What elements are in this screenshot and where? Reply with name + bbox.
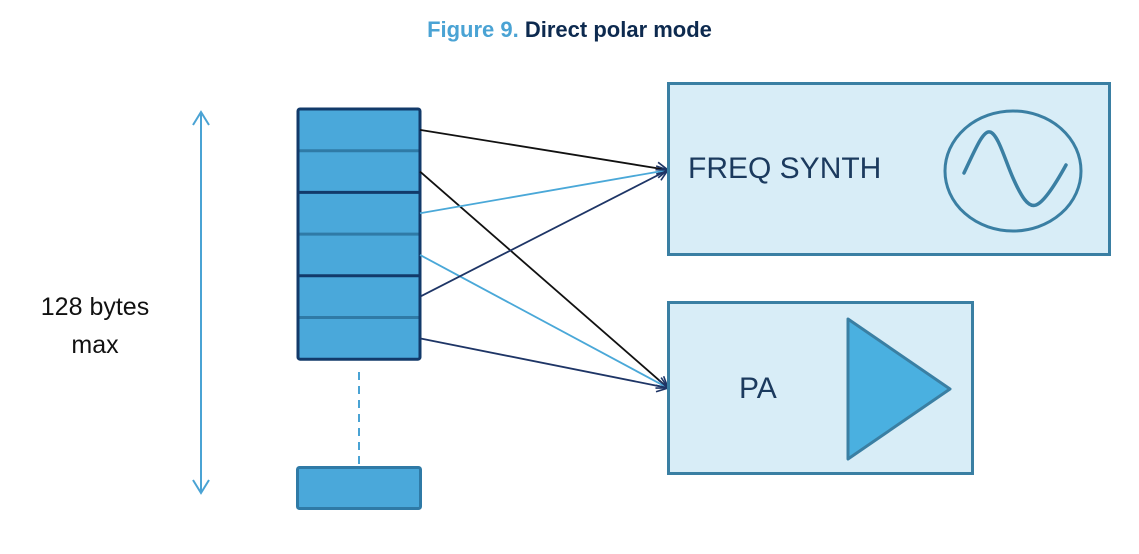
memory-row [298,192,420,234]
size-annotation: 128 bytes max [20,288,170,364]
connection-arrow-row6-to-pa [419,337,670,393]
figure-number: Figure 9. [427,17,519,42]
size-annotation-line1: 128 bytes [40,293,150,321]
connection-arrow-row2-to-pa [419,170,670,390]
freq-synth-label: FREQ SYNTH [688,152,882,185]
sine-wave-icon [943,109,1083,233]
amplifier-triangle-icon [846,317,952,461]
figure-title: Figure 9. Direct polar mode [0,17,1139,43]
memory-row [298,109,420,151]
memory-row [298,276,420,318]
memory-row [298,318,420,360]
figure-name: Direct polar mode [524,17,712,42]
freq-synth-block [667,82,1111,256]
connection-arrow-row5-to-freq-synth [419,168,670,298]
pa-label: PA [739,372,777,405]
connections [419,128,670,393]
connection-arrow-row4-to-pa [419,254,670,389]
size-annotation-line2: max [71,331,119,359]
memory-row [298,234,420,276]
connection-arrow-row1-to-freq-synth [419,128,670,175]
dimension-arrow [192,110,210,495]
connection-arrow-row3-to-freq-synth [419,165,670,215]
memory-last-row [296,466,422,510]
memory-stack [296,107,422,361]
memory-row [298,151,420,193]
